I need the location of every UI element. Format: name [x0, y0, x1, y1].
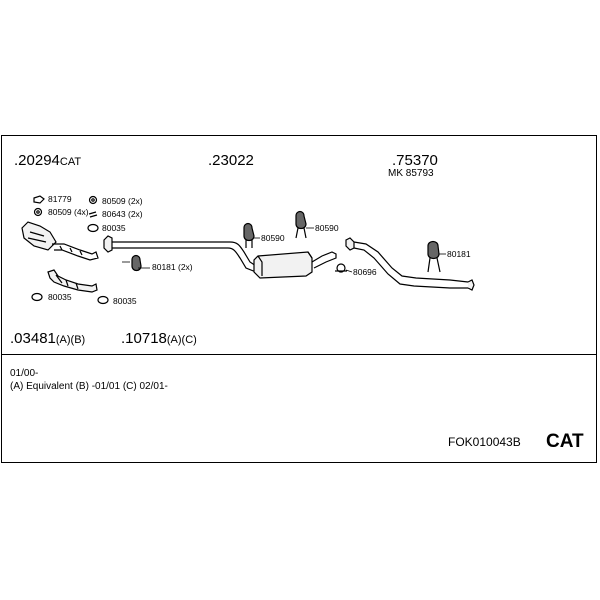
- gasket-80035-a: [87, 223, 99, 233]
- small-part-80181-2x: 80181 (2x): [152, 262, 193, 272]
- part-label-03481: .03481(A)(B): [10, 330, 86, 347]
- front-pipe-lower: [47, 269, 98, 293]
- note-line-1: 01/00-: [10, 368, 39, 379]
- section-divider: [1, 354, 597, 355]
- small-part-80590-a: 80590: [261, 233, 285, 243]
- small-part-80643: 80643 (2x): [102, 209, 143, 219]
- small-part-80590-b: 80590: [315, 223, 339, 233]
- small-part-80696: 80696: [353, 267, 377, 277]
- small-part-80035-a: 80035: [102, 223, 126, 233]
- small-part-80509-4x: 80509 (4x): [48, 207, 89, 217]
- gasket-80035-b: [31, 292, 43, 302]
- note-line-2: (A) Equivalent (B) -01/01 (C) 02/01-: [10, 381, 168, 392]
- hanger-80590-b: [295, 210, 307, 239]
- hanger-80590-a: [243, 222, 255, 248]
- hanger-80181-b: [427, 240, 441, 273]
- small-part-81779: 81779: [48, 194, 72, 204]
- bolt-80509-4x: [33, 207, 43, 217]
- part-label-23022: .23022: [208, 152, 254, 169]
- catalyst-assembly: [21, 221, 99, 261]
- clamp-80696: [335, 263, 347, 273]
- part-label-10718: .10718(A)(C): [121, 330, 197, 347]
- small-part-80509-2x: 80509 (2x): [102, 196, 143, 206]
- middle-pipe: [103, 235, 257, 273]
- mounting-kit-label: MK 85793: [388, 168, 434, 179]
- rear-pipe: [345, 237, 475, 291]
- small-part-80035-b: 80035: [48, 292, 72, 302]
- gasket-80035-c: [97, 295, 109, 305]
- small-part-80181: 80181: [447, 249, 471, 259]
- brand-label: CAT: [546, 431, 584, 452]
- part-label-75370: .75370: [392, 152, 438, 169]
- hanger-80181-a: [131, 254, 142, 272]
- diagram-frame: [1, 135, 597, 463]
- stud-80643: [88, 211, 98, 218]
- bolt-80509-2x: [88, 195, 98, 205]
- small-part-80035-c: 80035: [113, 296, 137, 306]
- part-label-20294: .20294CAT: [14, 152, 82, 169]
- center-muffler: [253, 251, 337, 279]
- gasket-81779: [33, 195, 45, 204]
- set-code: FOK010043B: [448, 435, 521, 449]
